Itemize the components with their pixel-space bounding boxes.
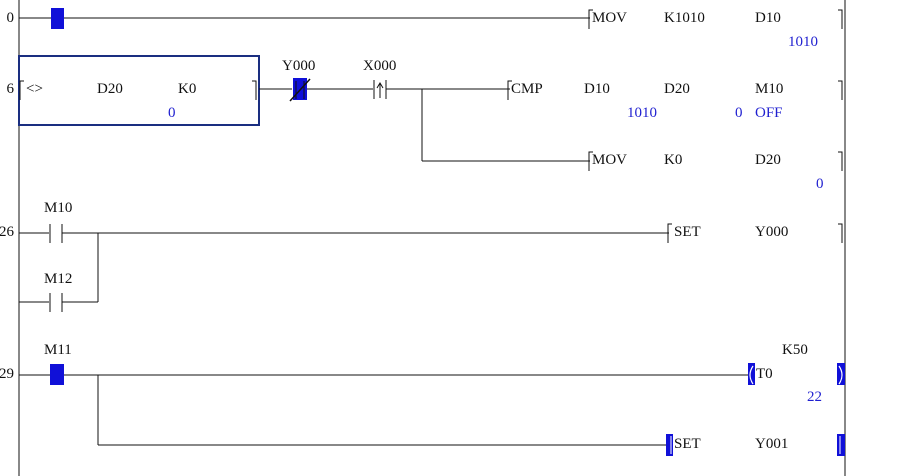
cmp-d10-value: 1010 bbox=[627, 105, 657, 121]
cmp-instruction: CMP bbox=[511, 81, 543, 97]
set-y000-right-bracket bbox=[838, 223, 843, 243]
step-number-29: 29 bbox=[0, 366, 14, 382]
cmp-d20-value: 0 bbox=[735, 105, 743, 121]
x000-edge-arrow-head bbox=[376, 82, 384, 89]
rung-0-mov-right-bracket bbox=[838, 9, 843, 29]
mov2-dest-operand: D20 bbox=[755, 152, 781, 168]
mov2-source-operand: K0 bbox=[664, 152, 683, 168]
mov2-right-bracket bbox=[838, 151, 843, 171]
step-number-6: 6 bbox=[6, 81, 15, 97]
t0-current-value: 22 bbox=[807, 389, 822, 405]
cmp-m10-state: OFF bbox=[755, 105, 783, 121]
mov2-d20-value: 0 bbox=[816, 176, 824, 192]
m12-contact-label: M12 bbox=[44, 271, 73, 287]
t0-left-paren bbox=[749, 365, 754, 385]
cmp-operand-d10: D10 bbox=[584, 81, 610, 97]
t0-right-bracket-highlight[interactable] bbox=[837, 363, 845, 385]
t0-setpoint: K50 bbox=[782, 342, 808, 358]
set-y000-left-bracket bbox=[667, 223, 672, 243]
mov2-left-bracket bbox=[588, 151, 593, 171]
set-y001-operand: Y001 bbox=[755, 436, 789, 452]
t0-timer-label: T0 bbox=[756, 366, 773, 382]
compare-operand-k0: K0 bbox=[178, 81, 197, 97]
cmp-left-bracket bbox=[507, 80, 512, 100]
compare-block-selection[interactable] bbox=[18, 55, 260, 126]
t0-left-bracket-highlight[interactable] bbox=[748, 363, 755, 385]
step-number-26: 26 bbox=[0, 224, 14, 240]
step-number-0: 0 bbox=[6, 10, 15, 26]
compare-d20-value: 0 bbox=[168, 105, 176, 121]
compare-operand-d20: D20 bbox=[97, 81, 123, 97]
set-y000-operand: Y000 bbox=[755, 224, 789, 240]
cmp-operand-m10: M10 bbox=[755, 81, 784, 97]
m11-contact-cursor[interactable] bbox=[50, 364, 64, 385]
x000-contact-label: X000 bbox=[363, 58, 397, 74]
set-y001-instruction: SET bbox=[674, 436, 701, 452]
y000-nc-contact-slash bbox=[289, 78, 311, 102]
rung-0-contact-cursor[interactable] bbox=[51, 8, 64, 29]
rung-0-mov-left-bracket bbox=[588, 9, 593, 29]
compare-block-right-bracket bbox=[252, 80, 257, 100]
mov2-instruction: MOV bbox=[592, 152, 628, 168]
d10-current-value: 1010 bbox=[788, 34, 818, 50]
mov-source-operand: K1010 bbox=[664, 10, 705, 26]
m11-contact-label: M11 bbox=[44, 342, 72, 358]
t0-right-paren bbox=[838, 365, 843, 385]
cmp-operand-d20: D20 bbox=[664, 81, 690, 97]
compare-operator: <> bbox=[26, 81, 43, 97]
mov-dest-operand: D10 bbox=[755, 10, 781, 26]
y000-contact-label: Y000 bbox=[282, 58, 316, 74]
m10-contact-label: M10 bbox=[44, 200, 73, 216]
cmp-right-bracket bbox=[838, 80, 843, 100]
set-y001-right-bracket-highlight[interactable] bbox=[837, 434, 845, 456]
compare-block-left-bracket bbox=[19, 80, 24, 100]
mov-instruction: MOV bbox=[592, 10, 628, 26]
set-y001-left-bracket-highlight[interactable] bbox=[666, 434, 673, 456]
set-y000-instruction: SET bbox=[674, 224, 701, 240]
